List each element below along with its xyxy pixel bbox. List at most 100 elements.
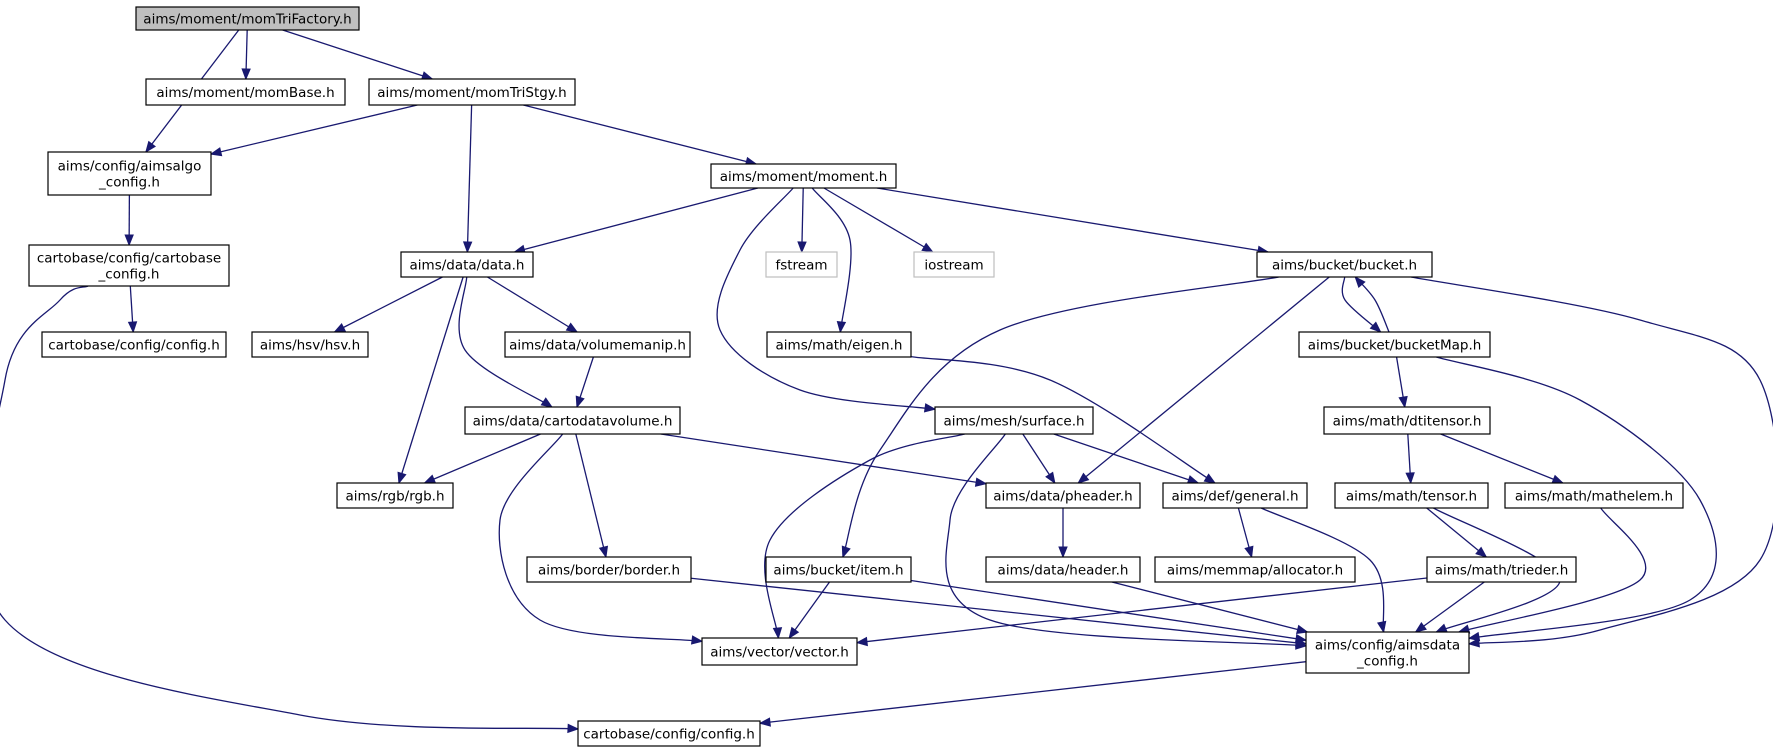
edge-bucket-to-aimsdata_config xyxy=(1410,276,1773,648)
node-box xyxy=(766,331,912,358)
node-eigen[interactable]: aims/math/eigen.h xyxy=(766,331,912,358)
node-aimsalgo_config[interactable]: aims/config/aimsalgo_config.h xyxy=(47,151,212,196)
node-label: cartobase/config/config.h xyxy=(583,727,755,743)
arrow-head-icon xyxy=(575,395,585,409)
arrow-head-icon xyxy=(1551,474,1565,484)
arrow-head-icon xyxy=(841,545,851,559)
node-label: aims/moment/momTriFactory.h xyxy=(143,12,351,28)
node-item[interactable]: aims/bucket/item.h xyxy=(765,556,912,583)
arrow-head-icon xyxy=(598,545,609,559)
edge-moment-to-surface xyxy=(716,187,937,413)
node-trieder[interactable]: aims/math/trieder.h xyxy=(1426,556,1577,583)
edge-moment-to-fstream xyxy=(797,187,807,254)
edge-line xyxy=(1260,507,1385,633)
node-label: aims/data/pheader.h xyxy=(993,489,1132,505)
edge-bucketMap-to-dtitensor xyxy=(1395,356,1408,409)
arrow-head-icon xyxy=(127,321,138,334)
arrow-head-icon xyxy=(1244,545,1254,559)
edge-bucket-to-pheader xyxy=(1077,276,1330,484)
node-box xyxy=(504,331,691,358)
node-label: aims/bucket/bucketMap.h xyxy=(1308,338,1482,354)
node-box xyxy=(1305,631,1470,674)
arrow-head-icon xyxy=(1377,620,1387,634)
node-box xyxy=(47,151,212,196)
edge-aimsdata_config-to-config_bottom xyxy=(758,661,1307,727)
arrow-head-icon xyxy=(397,471,407,485)
edge-line xyxy=(856,577,1428,644)
node-header[interactable]: aims/data/header.h xyxy=(985,556,1141,583)
edge-bucketMap-to-bucket xyxy=(1354,275,1390,333)
node-box xyxy=(710,163,897,189)
arrow-head-icon xyxy=(788,626,800,640)
node-data[interactable]: aims/data/data.h xyxy=(400,251,534,278)
arrow-head-icon xyxy=(855,636,868,647)
edge-line xyxy=(811,187,852,333)
node-momBase[interactable]: aims/moment/momBase.h xyxy=(145,78,346,106)
node-border[interactable]: aims/border/border.h xyxy=(526,556,692,583)
arrow-head-icon xyxy=(690,635,704,645)
edge-data-to-hsv xyxy=(333,276,443,333)
arrow-head-icon xyxy=(1296,624,1309,634)
edge-line xyxy=(1426,507,1487,558)
edge-general-to-allocator xyxy=(1237,507,1254,559)
edge-surface-to-general xyxy=(1053,433,1200,485)
node-vector[interactable]: aims/vector/vector.h xyxy=(701,637,858,666)
arrow-head-icon xyxy=(1398,395,1408,409)
node-general[interactable]: aims/def/general.h xyxy=(1162,482,1308,509)
edge-line xyxy=(788,581,831,639)
node-aimsdata_config[interactable]: aims/config/aimsdata_config.h xyxy=(1305,631,1470,674)
edge-line xyxy=(1415,581,1485,633)
node-box xyxy=(145,78,346,106)
edge-line xyxy=(523,104,757,165)
node-config_bottom[interactable]: cartobase/config/config.h xyxy=(577,720,761,747)
node-config_left[interactable]: cartobase/config/config.h xyxy=(41,331,227,358)
edge-line xyxy=(282,29,433,80)
node-momTriStgy[interactable]: aims/moment/momTriStgy.h xyxy=(368,78,576,106)
node-surface[interactable]: aims/mesh/surface.h xyxy=(934,406,1094,435)
node-box xyxy=(368,78,576,106)
node-momTriFactory[interactable]: aims/moment/momTriFactory.h xyxy=(135,6,360,31)
node-label: aims/data/cartodatavolume.h xyxy=(473,414,673,430)
node-label: aims/data/header.h xyxy=(998,563,1129,579)
node-allocator[interactable]: aims/memmap/allocator.h xyxy=(1154,556,1356,583)
node-label: _config.h xyxy=(1356,654,1418,670)
node-mathelem[interactable]: aims/math/mathelem.h xyxy=(1504,482,1684,509)
node-box xyxy=(1162,482,1308,509)
node-label: iostream xyxy=(924,258,983,274)
edge-surface-to-aimsdata_config xyxy=(945,433,1308,650)
edge-aimsalgo_config-to-cartobase_config xyxy=(124,194,134,247)
node-cartobase_config[interactable]: cartobase/config/cartobase_config.h xyxy=(28,244,230,287)
node-moment[interactable]: aims/moment/moment.h xyxy=(710,163,897,189)
edge-line xyxy=(498,433,703,642)
edge-bucketMap-to-aimsdata_config xyxy=(1436,356,1717,642)
node-hsv[interactable]: aims/hsv/hsv.h xyxy=(251,331,369,358)
edge-line xyxy=(690,577,1307,645)
edge-momTriFactory-to-momTriStgy xyxy=(282,29,434,81)
edge-dtitensor-to-mathelem xyxy=(1440,433,1565,484)
node-box xyxy=(28,244,230,287)
edge-line xyxy=(1458,507,1647,633)
edge-line xyxy=(1436,356,1717,639)
arrow-head-icon xyxy=(1369,321,1382,333)
node-volumemanip[interactable]: aims/data/volumemanip.h xyxy=(504,331,691,358)
node-bucket[interactable]: aims/bucket/bucket.h xyxy=(1256,251,1433,278)
node-cartodatavolume[interactable]: aims/data/cartodatavolume.h xyxy=(464,406,681,435)
arrow-head-icon xyxy=(1077,472,1090,484)
node-pheader[interactable]: aims/data/pheader.h xyxy=(985,482,1141,509)
arrow-head-icon xyxy=(241,68,251,81)
node-box xyxy=(913,251,995,278)
arrow-head-icon xyxy=(1058,546,1068,559)
node-box xyxy=(701,637,858,666)
node-dtitensor[interactable]: aims/math/dtitensor.h xyxy=(1323,406,1491,435)
node-box xyxy=(464,406,681,435)
node-tensor[interactable]: aims/math/tensor.h xyxy=(1334,482,1489,509)
node-bucketMap[interactable]: aims/bucket/bucketMap.h xyxy=(1298,331,1491,358)
arrow-head-icon xyxy=(333,323,347,333)
arrow-head-icon xyxy=(124,234,134,247)
edge-line xyxy=(764,433,965,639)
node-rgb[interactable]: aims/rgb/rgb.h xyxy=(336,482,454,509)
node-label: aims/vector/vector.h xyxy=(710,645,849,661)
node-label: aims/mesh/surface.h xyxy=(943,414,1084,430)
arrow-head-icon xyxy=(1203,473,1217,484)
edge-eigen-to-general xyxy=(910,355,1217,484)
